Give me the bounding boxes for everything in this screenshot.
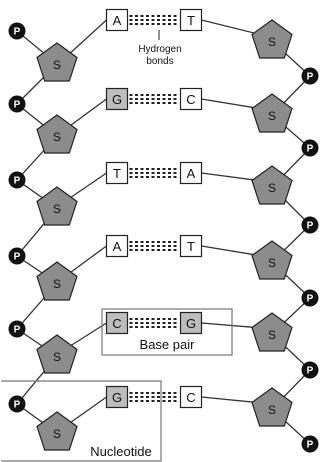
- right-sugar-label: S: [268, 256, 276, 270]
- right-sugar-base-link: [201, 172, 263, 182]
- nucleotide-callout: Nucleotide: [1, 380, 162, 462]
- base-pair-label: Base pair: [140, 337, 196, 352]
- left-phosphate-circle: [8, 22, 26, 40]
- left-sugar-base-link: [66, 396, 107, 426]
- left-sugar-label: S: [53, 58, 61, 72]
- right-phosphate-circle: [301, 67, 319, 85]
- left-phosphate-label: P: [14, 100, 21, 111]
- left-sugar-pentagon: [36, 114, 78, 154]
- left-sugar-label: S: [53, 202, 61, 216]
- right-sugar-label: S: [268, 403, 276, 417]
- right-phosphate-circle: [301, 435, 319, 453]
- right-base-box: [179, 234, 203, 258]
- nucleotide-frame: [1, 380, 162, 462]
- right-phosphate-label: P: [307, 294, 314, 305]
- left-base-box: [105, 234, 129, 258]
- left-phosphate-label: P: [14, 27, 21, 38]
- left-base-label: A: [113, 239, 122, 254]
- right-base-box: [179, 8, 203, 32]
- right-phosphate-circle: [301, 139, 319, 157]
- left-base-box: [105, 87, 129, 111]
- right-phosphate-label: P: [307, 221, 314, 232]
- left-base-box: [105, 385, 129, 409]
- left-sugar-base-link: [66, 19, 107, 57]
- right-sugar-base-link: [201, 98, 263, 110]
- left-sugar-label: S: [53, 130, 61, 144]
- left-base-box: [105, 311, 129, 335]
- left-base-label: A: [113, 13, 122, 28]
- phosphate-group: P P P P P P P P P P P P: [8, 22, 319, 453]
- hydrogen-bonds-callout: Hydrogen bonds: [138, 30, 182, 67]
- right-sugar-pentagon: [251, 387, 293, 427]
- right-base-label: T: [187, 239, 195, 254]
- right-base-box: [179, 385, 203, 409]
- left-base-label: G: [112, 390, 122, 405]
- hydrogen-bonds-label-line2: bonds: [146, 56, 173, 67]
- right-sugar-label: S: [268, 109, 276, 123]
- left-base-box: [105, 8, 129, 32]
- left-phosphate-circle: [8, 395, 26, 413]
- left-base-box: [105, 161, 129, 185]
- left-sugar-pentagon: [36, 334, 78, 374]
- right-sugar-pentagon: [251, 312, 293, 352]
- left-phosphate-circle: [8, 320, 26, 338]
- left-phosphate-label: P: [14, 176, 21, 187]
- left-sugar-pentagon: [36, 261, 78, 301]
- right-base-label: C: [186, 92, 195, 107]
- base-pair-group: A T G C T A A T C G G C: [105, 8, 203, 409]
- right-sugar-pentagon: [251, 93, 293, 133]
- left-sugar-label: S: [53, 277, 61, 291]
- left-base-label: C: [112, 316, 121, 331]
- right-phosphate-label: P: [307, 366, 314, 377]
- base-pair-frame: [101, 308, 233, 356]
- left-phosphate-circle: [8, 171, 26, 189]
- base-pair-callout: Base pair: [101, 308, 233, 356]
- right-sugar-pentagon: [251, 19, 293, 59]
- left-sugar-pentagon: [36, 186, 78, 226]
- right-phosphate-circle: [301, 361, 319, 379]
- left-phosphate-label: P: [14, 400, 21, 411]
- left-phosphate-circle: [8, 247, 26, 265]
- left-sugar-label: S: [53, 427, 61, 441]
- left-phosphate-label: P: [14, 325, 21, 336]
- right-sugar-base-link: [201, 19, 263, 36]
- left-sugar-base-link: [66, 245, 107, 276]
- left-sugar-base-link: [66, 98, 107, 129]
- left-base-label: T: [113, 166, 121, 181]
- sugar-group: S S S S S S S S S S S S: [36, 19, 293, 451]
- right-phosphate-circle: [301, 216, 319, 234]
- right-sugar-label: S: [268, 35, 276, 49]
- nucleotide-label: Nucleotide: [90, 444, 151, 459]
- right-phosphate-label: P: [307, 440, 314, 451]
- right-phosphate-label: P: [307, 72, 314, 83]
- left-phosphate-circle: [8, 95, 26, 113]
- left-base-label: G: [112, 92, 122, 107]
- left-sugar-pentagon: [36, 411, 78, 451]
- right-base-box: [179, 87, 203, 111]
- right-phosphate-label: P: [307, 144, 314, 155]
- left-sugar-base-link: [66, 172, 107, 201]
- hydrogen-bond-group: [129, 15, 179, 402]
- right-sugar-label: S: [268, 328, 276, 342]
- right-base-label: A: [187, 166, 196, 181]
- right-base-box: [179, 311, 203, 335]
- right-base-label: C: [186, 390, 195, 405]
- right-base-box: [179, 161, 203, 185]
- right-sugar-pentagon: [251, 240, 293, 280]
- right-base-label: T: [187, 13, 195, 28]
- right-sugar-label: S: [268, 181, 276, 195]
- right-base-label: G: [186, 316, 196, 331]
- left-phosphate-label: P: [14, 252, 21, 263]
- left-sugar-label: S: [53, 350, 61, 364]
- right-phosphate-circle: [301, 289, 319, 307]
- hydrogen-bonds-label-line1: Hydrogen: [138, 44, 181, 55]
- right-sugar-pentagon: [251, 165, 293, 205]
- right-sugar-base-link: [201, 245, 263, 257]
- left-sugar-pentagon: [36, 42, 78, 82]
- left-sugar-base-link: [66, 322, 107, 349]
